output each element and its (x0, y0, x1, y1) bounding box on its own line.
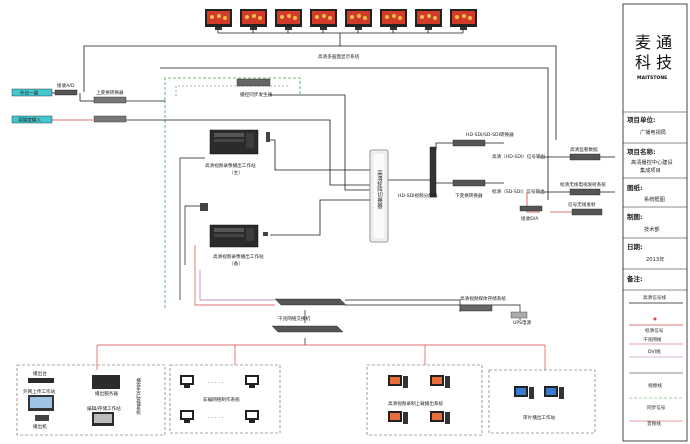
legend-item: 千兆网线 (643, 336, 662, 343)
legend: 高清信号线 标清信号 千兆网线 DVI线 视频线 同步信号 音频线 (629, 294, 683, 427)
group1-a: 播出台 (33, 370, 47, 377)
hd-recorder-main: 高清视频录像播出工作站 （主） (205, 129, 270, 176)
title-block: 麦 通 科 技 MAITSTONE 项目单位: 广播电视局 项目名称: 高清播控… (622, 3, 688, 442)
hd-recorder-backup-label-1: 高清视频录像播出工作站 (213, 253, 264, 260)
wireless-system: 标清无线电视发射系统 (560, 181, 606, 196)
switcher-label: 高清矩阵切换器 (376, 169, 383, 210)
date-value: 2013年 (646, 255, 664, 263)
sd-send: 信号无线发射 (568, 201, 603, 216)
group-hd-upload: 高清视频录制上载播出系统 (366, 364, 483, 436)
upload-server-label: 上变换转换器 (96, 89, 124, 96)
downconverter-label: 下变换转换器 (455, 192, 483, 199)
drawing-value: 系统框图 (644, 195, 665, 203)
notes-label: 备注: (626, 274, 643, 283)
svg-text:· · · · ·: · · · · · (208, 415, 224, 421)
input-signal-2-label: 演播室输入 (18, 117, 41, 124)
sd-send-label: 信号无线发射 (568, 201, 596, 208)
group1-b: 外网上传工作站 (23, 388, 56, 395)
drawing-label: 图纸: (627, 183, 643, 192)
legend-item: 标清信号 (645, 327, 664, 334)
group-nonlinear-edit: · · · · · · · · · · 非编网络制作系统 (169, 364, 281, 434)
group1-e: 播出机 (33, 423, 47, 430)
date-label: 日期: (627, 242, 643, 251)
monitor-icon (205, 9, 232, 30)
monitor-icon (240, 9, 267, 30)
input-signal-1-label: 外信一路 (20, 90, 39, 97)
input-signal-2: 演播室输入 (11, 115, 53, 124)
hd-sd-converter: HD-SDI/SD-SDI转换器 (452, 131, 514, 147)
sync-generator-label: 播控同步发生器 (240, 91, 273, 98)
ad-top-label: 接收A/D (57, 82, 75, 89)
maker-value: 技术部 (644, 225, 660, 233)
unit-value: 广播电视局 (640, 128, 666, 136)
unit-label: 项目单位: (627, 115, 656, 124)
upload-server: 上变换转换器 (93, 89, 127, 123)
distributor-label: HD-SDI视频分配器 (398, 192, 438, 199)
hd-recorder-backup-label-2: （备） (229, 260, 243, 267)
ups-device: UPS电源 (510, 311, 532, 326)
group-review: 审片播出工作站 (488, 369, 596, 434)
top-title: 高清多画面显示系统 (318, 53, 360, 60)
monitor-icon (275, 9, 302, 30)
downconverter: 下变换转换器 (452, 179, 486, 199)
group1-title: 播控生产管理系统 (136, 377, 141, 416)
ups-label: UPS电源 (513, 319, 532, 326)
group3-label: 高清视频录制上载播出系统 (388, 400, 444, 407)
hd-monitor-out: 高清监看数据 (569, 146, 601, 161)
brand-name-en: MAITSTONE (637, 75, 667, 81)
name-value-1: 高清播控中心建设 (631, 158, 673, 166)
distributor: HD-SDI视频分配器 (398, 146, 438, 199)
legend-item: 音频线 (647, 420, 661, 427)
storage-label: 高清视频媒体存储系统 (460, 295, 506, 302)
hd-recorder-main-label-2: （主） (229, 169, 243, 176)
group1-c: 播出服务器 (95, 390, 118, 397)
hd-switcher: 高清矩阵切换器 (369, 149, 389, 243)
legend-item: 高清信号线 (643, 294, 666, 301)
main-switch-label: 千兆网络交换机 (278, 315, 311, 322)
group4-label: 审片播出工作站 (523, 414, 556, 421)
monitor-icon (310, 9, 337, 30)
monitor-wall (205, 9, 477, 30)
name-label: 项目名称: (627, 147, 656, 156)
name-value-2: 集成项目 (640, 166, 661, 174)
monitor-icon (450, 9, 477, 30)
ad-receiver-top: 接收A/D (54, 82, 78, 96)
legend-item: DVI线 (648, 348, 661, 355)
hd-output-label: 高清（HD-SDI）信号输出 (492, 153, 546, 160)
brand-name-line1: 麦 通 (635, 33, 672, 52)
main-switch: 千兆网络交换机 (271, 298, 347, 333)
monitor-icon (345, 9, 372, 30)
monitor-icon (415, 9, 442, 30)
storage-unit (200, 203, 208, 211)
hd-recorder-main-label-1: 高清视频录像播出工作站 (205, 162, 256, 169)
ad-bottom-label: 接收D/A (521, 215, 539, 222)
svg-text:· · · · ·: · · · · · (208, 380, 224, 386)
brand-name-line2: 科 技 (635, 53, 672, 72)
sync-generator: 播控同步发生器 (236, 78, 273, 98)
ad-receiver-bottom: 接收D/A (519, 205, 543, 222)
wireless-label: 标清无线电视发射系统 (560, 181, 606, 188)
converter-label: HD-SDI/SD-SDI转换器 (466, 131, 514, 138)
group2-label: 非编网络制作系统 (203, 396, 240, 403)
legend-item: 同步信号 (647, 404, 666, 411)
legend-item: 视频线 (648, 382, 662, 389)
group1-d: 编辑/存储工作站 (87, 405, 121, 412)
hd-recorder-backup: 高清视频录像播出工作站 （备） (209, 224, 268, 267)
monitor-bus (217, 30, 464, 46)
storage-system: 高清视频媒体存储系统 (459, 295, 506, 312)
maker-label: 制图: (627, 212, 643, 221)
monitor-icon (380, 9, 407, 30)
sd-output-label: 标清（SD-SDI）信号输出 (492, 188, 545, 195)
group-control-production: 播出台 外网上传工作站 播出服务器 编辑/存储工作站 播出机 播控生产管理系统 (16, 364, 166, 436)
input-signal-1: 外信一路 (11, 88, 53, 97)
monitor-out-label: 高清监看数据 (570, 146, 598, 153)
